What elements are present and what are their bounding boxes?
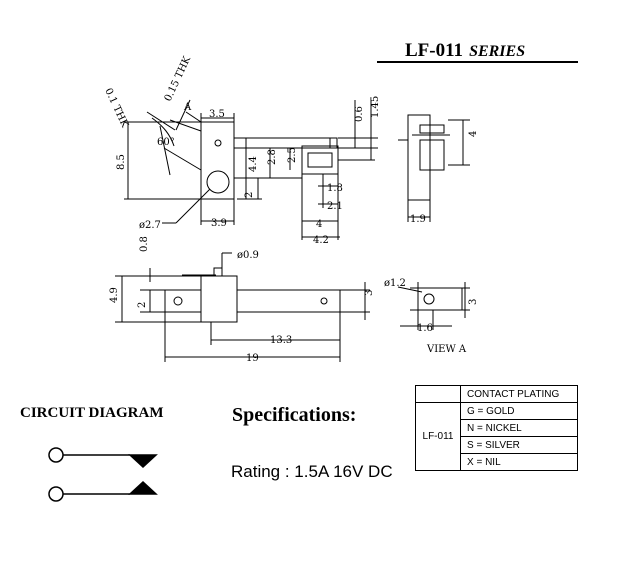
dim-label-3-9: 3.9 [211,218,227,229]
title-underline [377,61,578,63]
dim-label-4-4: 4.4 [248,156,259,172]
view-a-marker: A [183,102,192,113]
top-view-contact-window [307,152,333,168]
dim-label-3-5: 3.5 [209,109,225,120]
dim-label-2: 2 [244,192,255,198]
side-view: 0.8 ø0.9 4.9 2 3 13.3 19 [109,236,375,364]
dim-label-0-8: 0.8 [139,236,150,252]
side-view-shaft-right [236,289,341,313]
side-view-housing [200,275,238,323]
plating-option: N = NICKEL [460,419,578,437]
table-header: CONTACT PLATING [460,385,578,403]
contact-plating-table: CONTACT PLATING LF-011 G = GOLD N = NICK… [415,385,578,471]
dim-label-2-8: 2.8 [267,149,278,165]
circuit-diagram [48,447,158,502]
series-label: SERIES [469,43,526,60]
plating-option: G = GOLD [460,402,578,420]
top-view-angle-leg-2 [163,147,202,171]
top-view-a-arrow [185,111,202,123]
view-a-hole [423,293,435,305]
dim-label-13-3: 13.3 [270,335,292,346]
dim-label-dia-2-7: ø2.7 [139,220,161,231]
dim-label-1-8: 1.8 [327,183,343,194]
dim-label-4-9: 4.9 [109,287,120,303]
dim-label-view-a-3: 3 [468,299,479,305]
dim-label-2-5: 2.5 [287,147,298,163]
top-view-thk-leader [175,99,191,131]
view-a: ø1.2 3 1.6 VIEW A [384,278,479,355]
end-view-contact-upper [419,124,445,134]
table-row: CONTACT PLATING [415,385,578,403]
side-view-shaft-left [164,289,202,313]
model-name: LF-011 [405,40,464,61]
series-title: LF-011 SERIES [405,40,525,62]
dim-label-dia-1-2: ø1.2 [384,278,406,289]
dim-label-8-5: 8.5 [116,154,127,170]
dim-label-1-45: 1.45 [370,96,381,118]
side-view-pin [213,267,223,277]
view-a-label: VIEW A [426,344,467,355]
terminal-2-icon [48,486,64,502]
end-view-body [407,114,431,201]
end-view-contact-block [419,139,445,171]
top-view: 3.5 0.6 1.45 8.5 4.4 2.8 2.5 2 1.8 2.1 4… [102,54,381,246]
dim-label-4: 4 [316,219,322,230]
specifications-title: Specifications: [232,404,357,426]
table-row: LF-011 G = GOLD [415,402,578,471]
thk-note-0-15: 0.15 THK [163,54,194,103]
top-view-angle-arc [151,117,175,147]
top-view-bevel-line [159,125,171,176]
dim-label-2-1: 2.1 [327,201,343,212]
table-row: S = SILVER [416,436,578,454]
dim-label-1-9: 1.9 [410,214,426,225]
plating-option: S = SILVER [460,436,578,454]
dim-label-side-3: 3 [364,290,375,296]
terminal-1-icon [48,447,64,463]
top-view-contact-block [301,145,339,175]
top-view-thk-leader-2 [146,111,176,131]
rating-text: Rating : 1.5A 16V DC [231,462,393,481]
side-view-left-hole [173,296,183,306]
table-corner-cell [415,385,461,403]
dim-label-end-4: 4 [468,131,479,137]
thk-note-0-1: 0.1 THK [102,87,130,130]
plating-option: X = NIL [460,453,578,471]
top-view-small-hole [214,139,222,147]
side-view-right-hole [320,297,328,305]
dim-label-0-6: 0.6 [354,106,365,122]
dim-label-60-deg: 60° [157,137,175,148]
top-view-housing [200,121,235,200]
table-model-cell: LF-011 [415,402,461,471]
top-view-large-hole [206,170,230,194]
circuit-diagram-title: CIRCUIT DIAGRAM [20,405,164,421]
dim-label-4-2: 4.2 [313,235,329,246]
table-row: X = NIL [416,453,578,471]
dim-label-dia-0-9: ø0.9 [237,250,259,261]
dim-label-1-6: 1.6 [417,323,433,334]
end-view: 4 1.9 [398,114,479,225]
dim-label-side-2: 2 [137,302,148,308]
dim-label-19: 19 [246,353,259,364]
contact-down-icon [128,454,158,469]
dim-line-2-7-leader-2 [175,188,211,224]
view-a-outline [410,287,463,311]
contact-up-icon [128,480,158,495]
dim-line-dia-1-2 [397,286,423,293]
